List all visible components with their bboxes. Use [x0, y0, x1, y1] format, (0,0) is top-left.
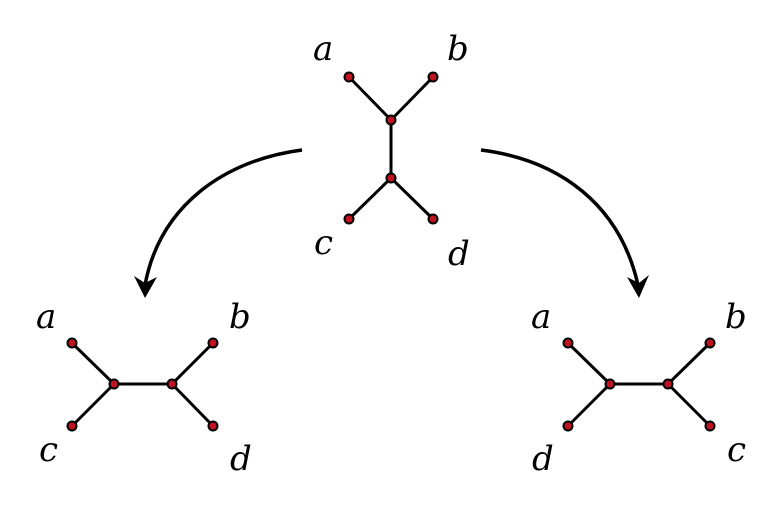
leaf-label: a	[531, 297, 551, 337]
leaf-label: b	[447, 29, 469, 69]
tree-left: a b c d	[36, 297, 252, 479]
internal-node	[604, 378, 616, 390]
leaf-label: c	[314, 223, 333, 263]
edge	[389, 176, 435, 221]
leaf-node	[207, 337, 219, 349]
tree-top: a b c d	[313, 29, 470, 274]
leaf-node	[66, 420, 78, 432]
leaf-label: a	[36, 297, 56, 337]
arrow-to-left-tree	[143, 148, 303, 286]
leaf-node	[427, 213, 439, 225]
arrow-to-right-tree	[480, 148, 640, 286]
edge	[70, 382, 116, 428]
arrowhead-right	[627, 275, 649, 298]
leaf-label: d	[448, 234, 470, 274]
arrowhead-left	[134, 276, 157, 298]
leaf-label: b	[725, 297, 747, 337]
edge	[666, 382, 712, 428]
leaf-node	[207, 420, 219, 432]
leaf-label: b	[229, 297, 251, 337]
internal-node	[385, 172, 397, 184]
leaf-label: a	[313, 29, 333, 69]
leaf-label: d	[230, 439, 252, 479]
leaf-label: d	[532, 439, 554, 479]
edge	[389, 75, 435, 122]
edge	[170, 341, 215, 386]
internal-node	[108, 378, 120, 390]
tree-right: a b d c	[531, 297, 747, 479]
leaf-node	[343, 213, 355, 225]
arrows	[134, 148, 649, 298]
edge	[347, 176, 393, 221]
edge	[70, 341, 116, 386]
leaf-node	[562, 420, 574, 432]
edge	[170, 382, 215, 428]
leaf-node	[704, 337, 716, 349]
leaf-node	[427, 71, 439, 83]
edge	[566, 382, 612, 428]
leaf-label: c	[39, 430, 58, 470]
edge	[347, 75, 393, 122]
internal-node	[166, 378, 178, 390]
leaf-node	[343, 71, 355, 83]
edge	[666, 341, 712, 386]
leaf-node	[66, 337, 78, 349]
edge	[566, 341, 612, 386]
internal-node	[385, 114, 397, 126]
internal-node	[662, 378, 674, 390]
leaf-node	[704, 420, 716, 432]
leaf-label: c	[727, 430, 746, 470]
leaf-node	[562, 337, 574, 349]
